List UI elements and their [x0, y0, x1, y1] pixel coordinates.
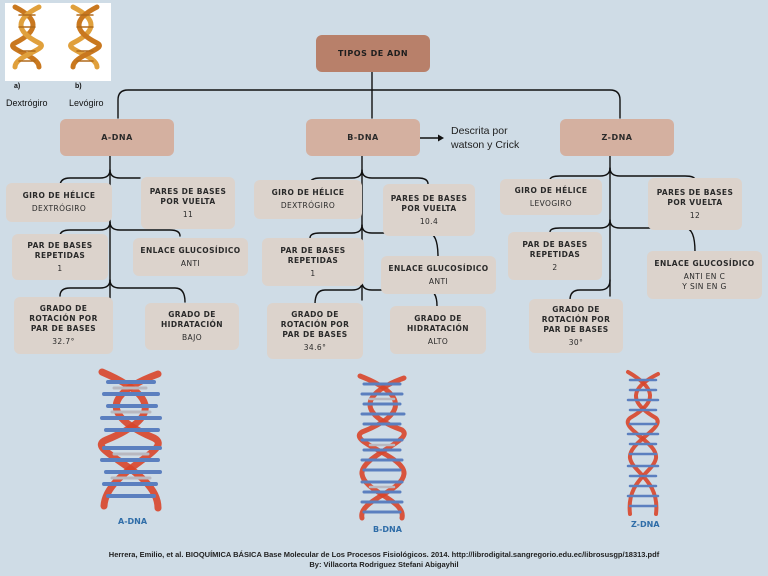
b-dna-title: B-DNA: [347, 133, 379, 142]
a-dna-pares-box: PARES DE BASES POR VUELTA 11: [141, 177, 235, 229]
a-dna-rotacion-box: GRADO DE ROTACIÓN POR PAR DE BASES 32.7°: [14, 297, 113, 354]
a-dna-hidratacion-box: GRADO DE HIDRATACIÓN BAJO: [145, 303, 239, 350]
b-dna-hidratacion-box: GRADO DE HIDRATACIÓN ALTO: [390, 306, 486, 354]
b-dna-giro-box: GIRO DE HÉLICE DEXTRÓGIRO: [254, 180, 362, 219]
dextrogiro-helix-icon: [10, 4, 44, 70]
a-dna-giro-title: GIRO DE HÉLICE: [22, 191, 96, 201]
a-dna-model-label: A-DNA: [118, 517, 148, 526]
reference-author: By: Villacorta Rodriguez Stefani Abigayh…: [309, 560, 459, 569]
z-dna-enlace-value-2: Y SIN EN G: [682, 282, 727, 291]
b-dna-rotacion-value: 34.6°: [303, 342, 327, 352]
z-dna-pares-box: PARES DE BASES POR VUELTA 12: [648, 178, 742, 230]
b-dna-pares-box: PARES DE BASES POR VUELTA 10.4: [383, 184, 475, 236]
z-dna-repetidas-title: PAR DE BASES REPETIDAS: [522, 239, 588, 259]
root-label: TIPOS DE ADN: [337, 49, 409, 58]
z-dna-enlace-title: ENLACE GLUCOSÍDICO: [654, 258, 755, 268]
legend-tag-a: a): [14, 83, 21, 90]
z-dna-pares-title: PARES DE BASES POR VUELTA: [656, 187, 734, 207]
z-dna-pares-value: 12: [689, 210, 701, 220]
b-dna-pares-title: PARES DE BASES POR VUELTA: [390, 193, 468, 213]
a-dna-title: A-DNA: [101, 133, 133, 142]
b-dna-pares-value: 10.4: [419, 216, 439, 226]
z-dna-rotacion-value: 30°: [568, 337, 584, 347]
a-dna-repetidas-box: PAR DE BASES REPETIDAS 1: [12, 234, 108, 280]
b-dna-note-line1: Descrita por: [451, 125, 508, 137]
b-dna-giro-title: GIRO DE HÉLICE: [271, 188, 345, 198]
a-dna-model-icon: [98, 368, 162, 512]
b-dna-repetidas-value: 1: [310, 268, 316, 278]
a-dna-enlace-title: ENLACE GLUCOSÍDICO: [140, 245, 241, 255]
z-dna-repetidas-box: PAR DE BASES REPETIDAS 2: [508, 232, 602, 280]
b-dna-giro-value: DEXTRÓGIRO: [280, 201, 336, 211]
b-dna-rotacion-box: GRADO DE ROTACIÓN POR PAR DE BASES 34.6°: [267, 303, 363, 359]
levogiro-helix-icon: [68, 4, 102, 70]
z-dna-enlace-box: ENLACE GLUCOSÍDICO ANTI EN C Y SIN EN G: [647, 251, 762, 299]
b-dna-enlace-value: ANTI: [428, 276, 449, 286]
a-dna-rotacion-title: GRADO DE ROTACIÓN POR PAR DE BASES: [29, 304, 98, 334]
z-dna-repetidas-value: 2: [552, 262, 558, 272]
z-dna-giro-box: GIRO DE HÉLICE LEVOGIRO: [500, 179, 602, 215]
a-dna-pares-value: 11: [182, 209, 194, 219]
z-dna-rotacion-title: GRADO DE ROTACIÓN POR PAR DE BASES: [541, 304, 611, 334]
a-dna-enlace-value: ANTI: [180, 258, 201, 268]
a-dna-pares-title: PARES DE BASES POR VUELTA: [149, 186, 227, 206]
legend-label-dextrogiro: Dextrógiro: [6, 98, 48, 108]
b-dna-rotacion-title: GRADO DE ROTACIÓN POR PAR DE BASES: [280, 309, 350, 339]
root-node-tipos-adn: TIPOS DE ADN: [316, 35, 430, 72]
z-dna-title: Z-DNA: [601, 133, 633, 142]
b-dna-enlace-title: ENLACE GLUCOSÍDICO: [388, 263, 489, 273]
a-dna-hidratacion-value: BAJO: [182, 333, 202, 343]
b-dna-note: Descrita por watson y Crick: [451, 124, 519, 152]
z-dna-model-label: Z-DNA: [631, 520, 660, 529]
reference-citation: Herrera, Emilio, et al. BIOQUÍMICA BÁSIC…: [108, 550, 660, 559]
a-dna-repetidas-value: 1: [57, 263, 63, 273]
b-dna-hidratacion-value: ALTO: [427, 336, 449, 346]
z-dna-giro-title: GIRO DE HÉLICE: [514, 185, 588, 195]
b-dna-model-label: B-DNA: [373, 525, 402, 534]
z-dna-enlace-value-1: ANTI EN C: [683, 271, 726, 281]
a-dna-giro-box: GIRO DE HÉLICE DEXTRÓGIRO: [6, 183, 112, 222]
z-dna-node: Z-DNA: [560, 119, 674, 156]
a-dna-hidratacion-title: GRADO DE HIDRATACIÓN: [161, 310, 223, 330]
a-dna-rotacion-value: 32.7°: [52, 337, 75, 347]
b-dna-hidratacion-title: GRADO DE HIDRATACIÓN: [407, 313, 469, 333]
legend-tag-b: b): [75, 83, 82, 90]
a-dna-giro-value: DEXTRÓGIRO: [31, 204, 87, 214]
a-dna-node: A-DNA: [60, 119, 174, 156]
helix-legend-image: [5, 3, 111, 81]
b-dna-note-line2: watson y Crick: [451, 139, 520, 151]
b-dna-node: B-DNA: [306, 119, 420, 156]
z-dna-rotacion-box: GRADO DE ROTACIÓN POR PAR DE BASES 30°: [529, 299, 623, 353]
b-dna-repetidas-box: PAR DE BASES REPETIDAS 1: [262, 238, 364, 286]
legend-label-levogiro: Levógiro: [69, 98, 104, 108]
z-dna-giro-value: LEVOGIRO: [529, 198, 573, 208]
helix-legend-icon: [10, 4, 102, 70]
a-dna-enlace-box: ENLACE GLUCOSÍDICO ANTI: [133, 238, 248, 276]
b-dna-enlace-box: ENLACE GLUCOSÍDICO ANTI: [381, 256, 496, 294]
b-dna-model-icon: [356, 373, 407, 521]
b-dna-repetidas-title: PAR DE BASES REPETIDAS: [280, 245, 346, 265]
a-dna-repetidas-title: PAR DE BASES REPETIDAS: [27, 240, 93, 260]
z-dna-model-icon: [625, 370, 660, 516]
